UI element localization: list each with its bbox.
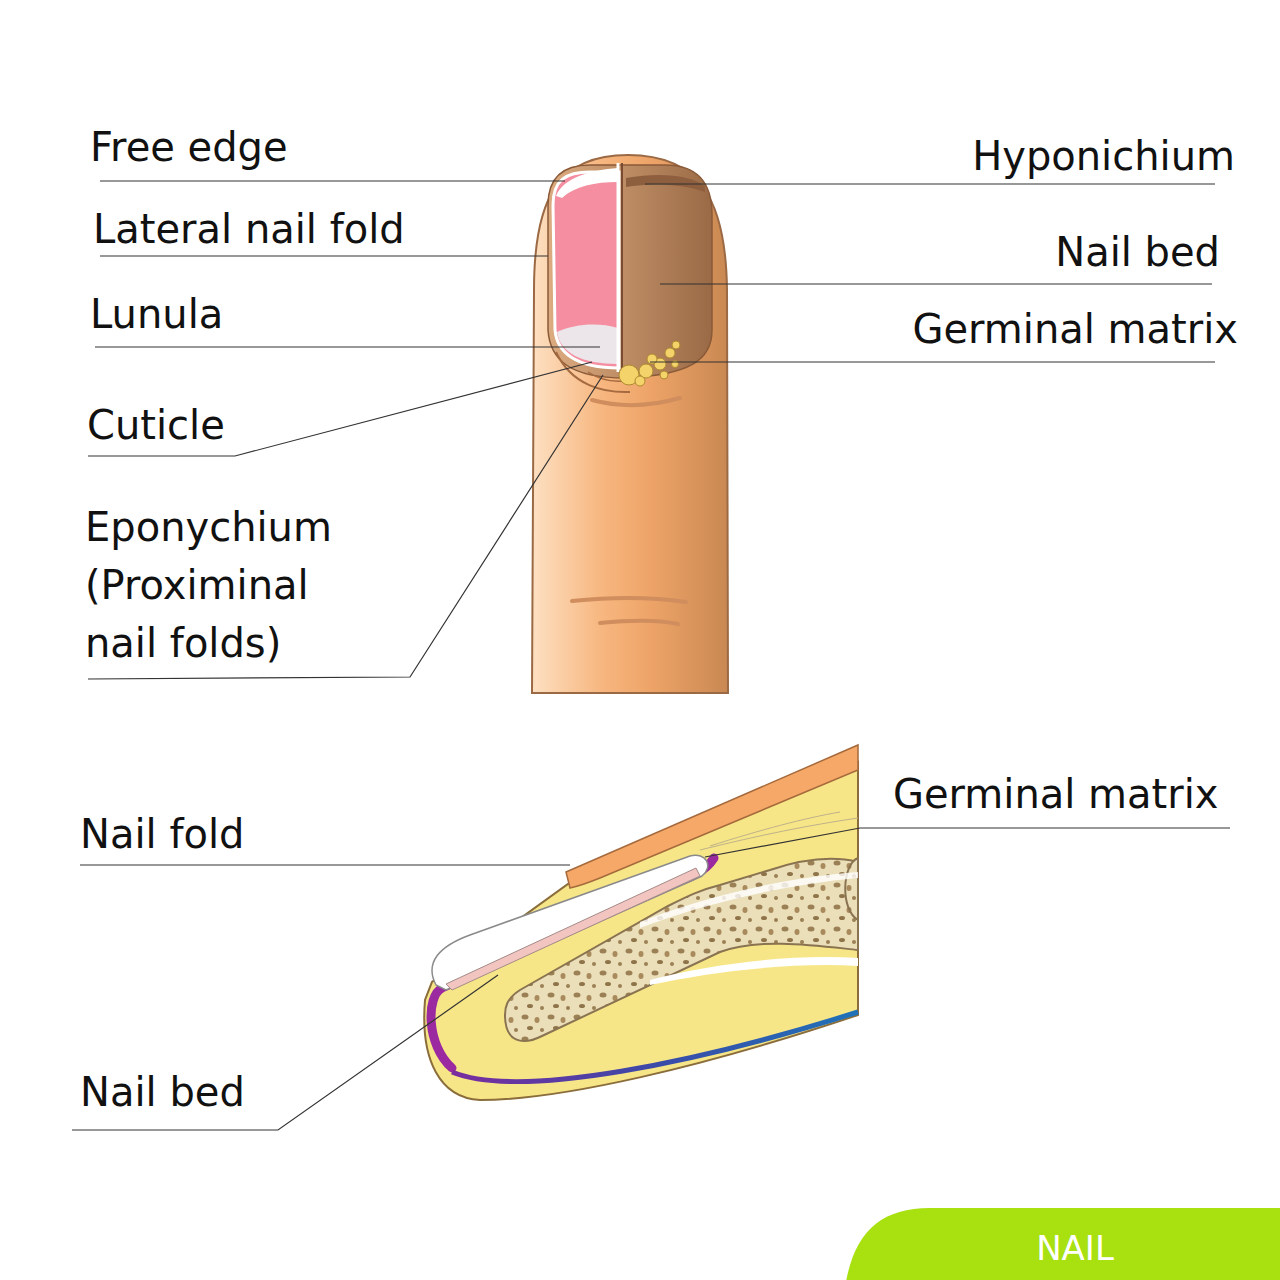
skin-wrinkle: [572, 598, 686, 602]
leader-line: [72, 975, 498, 1130]
eponychium-fold: [556, 352, 630, 392]
skin-fold: [566, 745, 858, 888]
part-label: Free edge: [90, 123, 288, 171]
nail-pink-half: [553, 172, 619, 368]
cuticle-line: [588, 372, 624, 381]
free-edge: [556, 168, 618, 198]
nail-plate: [548, 165, 712, 378]
finger-illustration: [532, 155, 728, 693]
matrix-cell: [665, 348, 675, 358]
matrix-cell: [635, 376, 645, 386]
leader-line: [100, 180, 565, 181]
joint-space: [650, 957, 858, 985]
matrix-cell: [660, 371, 668, 379]
leader-line: [660, 283, 1212, 284]
skin-wrinkle: [600, 621, 678, 624]
title-tab: NAIL: [845, 1208, 1280, 1280]
leader-line: [88, 362, 592, 456]
part-label: Lateral nail fold: [93, 205, 405, 253]
lunula-shape: [557, 325, 618, 364]
bone-shape: [505, 859, 858, 1041]
part-label: Nail bed: [80, 1068, 245, 1116]
germinal-matrix-cells: [619, 341, 680, 386]
tissue-fiber: [700, 818, 858, 850]
finger-skin: [532, 155, 728, 693]
part-label: Germinal matrix: [893, 770, 1219, 818]
leader-line: [705, 828, 1230, 857]
part-label: Nail bed: [1055, 228, 1220, 276]
leader-line: [95, 346, 600, 347]
part-label: Hyponichium: [972, 132, 1235, 180]
part-label: Lunula: [90, 290, 223, 338]
leader-line: [650, 361, 1215, 362]
part-label: Eponychium (Proximinal nail folds): [85, 498, 385, 672]
leader-line: [645, 183, 1215, 184]
part-label: Cuticle: [87, 401, 225, 449]
tissue-fiber: [710, 812, 840, 846]
skin-bottom-line: [452, 1012, 858, 1082]
section-line: [617, 163, 620, 372]
cross-section-illustration: [424, 745, 858, 1100]
matrix-cell: [672, 341, 680, 349]
part-label: Germinal matrix: [912, 305, 1238, 353]
skin-wrinkle: [592, 398, 680, 405]
section-line: [621, 163, 623, 372]
part-label: Nail fold: [80, 810, 244, 858]
tab-fill: [845, 1208, 1280, 1280]
leader-line: [100, 255, 548, 256]
soft-tissue: [424, 762, 858, 1100]
tab-label: NAIL: [870, 1208, 1280, 1280]
bone-shape: [845, 858, 858, 920]
leader-line: [80, 864, 570, 865]
